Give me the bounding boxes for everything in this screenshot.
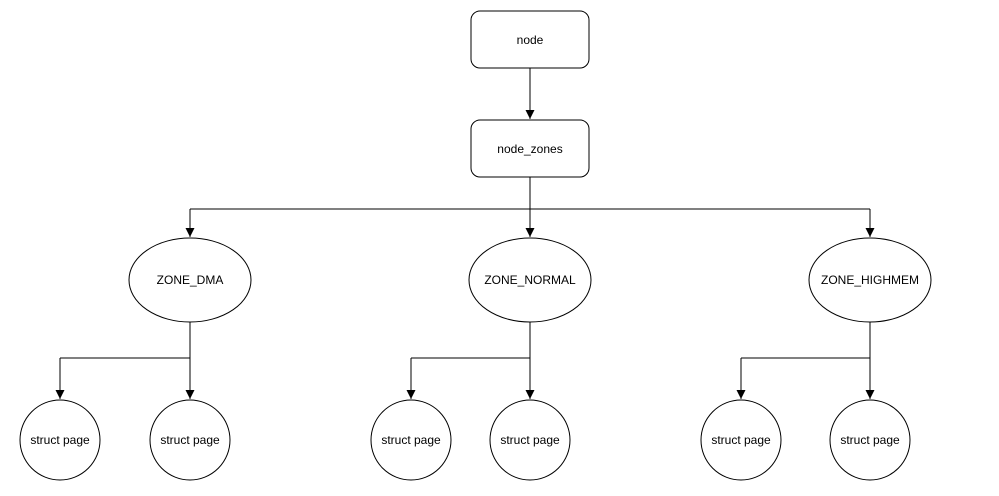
zone-highmem-ellipse	[808, 237, 932, 323]
node-zones-box	[470, 119, 590, 178]
zone-normal-label: ZONE_NORMAL	[484, 273, 576, 287]
struct-page-label: struct page	[711, 433, 771, 447]
struct-page-label: struct page	[500, 433, 560, 447]
struct-page-circle	[829, 399, 911, 481]
struct-page-circle	[489, 399, 571, 481]
struct-page-circle	[370, 399, 452, 481]
struct-page-circle	[149, 399, 231, 481]
connector-zone-highmem-pages-bar	[741, 322, 871, 359]
struct-page-label: struct page	[381, 433, 441, 447]
node-box	[470, 10, 590, 69]
connector-zones-bar	[190, 177, 870, 210]
struct-page-label: struct page	[160, 433, 220, 447]
zone-highmem-label: ZONE_HIGHMEM	[821, 273, 919, 287]
node-zones-box-label: node_zones	[497, 142, 562, 156]
zone-normal-ellipse	[468, 237, 592, 323]
struct-page-label: struct page	[840, 433, 900, 447]
struct-page-circle	[700, 399, 782, 481]
connector-zone-dma-pages-bar	[60, 322, 191, 359]
node-box-label: node	[517, 33, 544, 47]
zone-dma-ellipse	[128, 237, 252, 323]
connector-zone-normal-pages-bar	[411, 322, 531, 359]
struct-page-circle	[19, 399, 101, 481]
struct-page-label: struct page	[30, 433, 90, 447]
zone-dma-label: ZONE_DMA	[157, 273, 224, 287]
